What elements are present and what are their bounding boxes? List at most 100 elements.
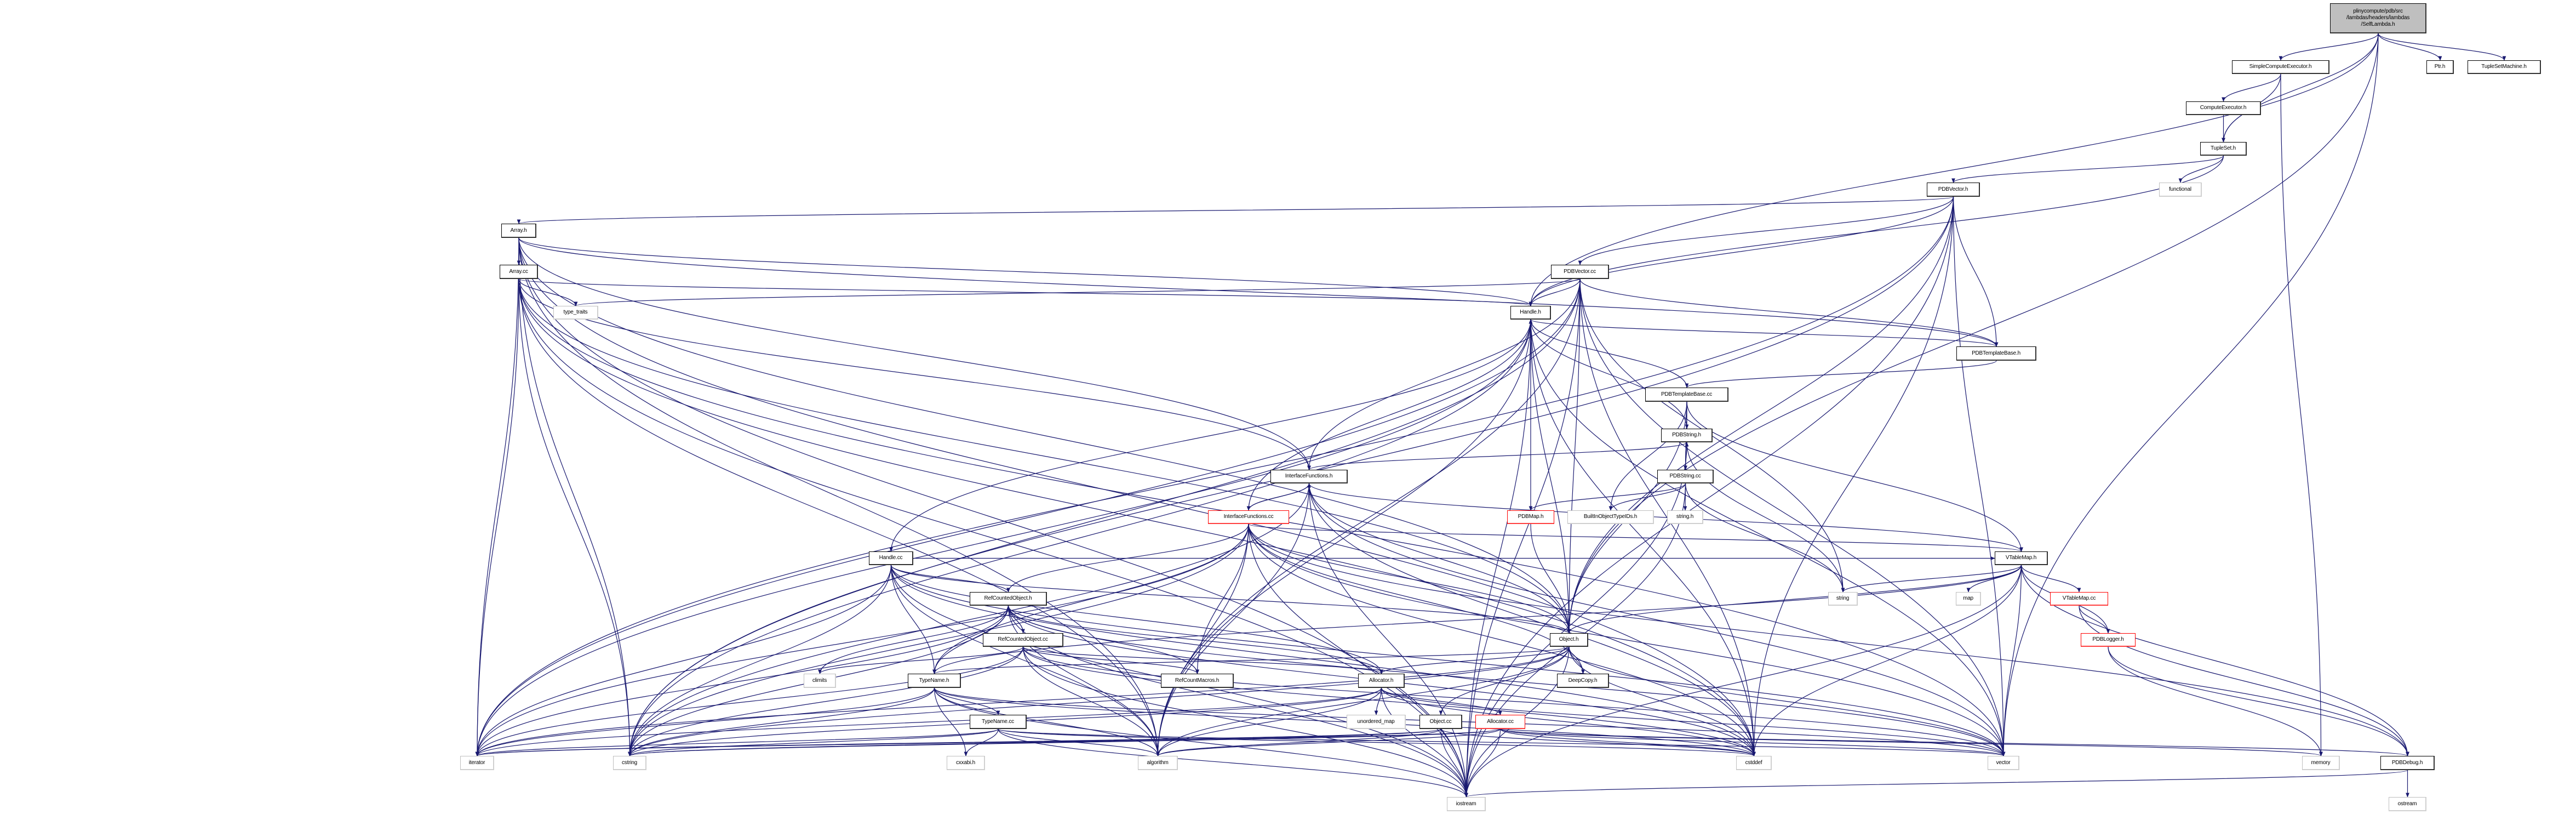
node-alloccc[interactable]: Allocator.cc: [1475, 715, 1525, 729]
node-label: SimpleComputeExecutor.h: [2249, 64, 2312, 70]
node-iterator[interactable]: iterator: [460, 756, 494, 770]
edge-tncc-to-cstddef: [998, 728, 1756, 756]
node-ptbh[interactable]: PDBTemplateBase.h: [1956, 346, 2036, 361]
node-vector[interactable]: vector: [1988, 756, 2019, 770]
node-label: TypeName.cc: [982, 718, 1014, 725]
edge-ifcc-to-vector: [1248, 523, 2006, 756]
node-vtmh[interactable]: VTableMap.h: [1995, 551, 2048, 565]
edge-arrh-to-handleh: [518, 237, 1533, 306]
edge-ptbcc-to-handleh: [1529, 319, 1687, 388]
node-label: unordered_map: [1357, 718, 1395, 725]
edge-handleh-to-objh: [1530, 319, 1571, 634]
edge-ifcc-to-algorithm: [1156, 523, 1249, 756]
node-iostream[interactable]: iostream: [1447, 797, 1486, 811]
node-rcm[interactable]: RefCountMacros.h: [1161, 674, 1234, 688]
node-ts[interactable]: TupleSet.h: [2200, 142, 2247, 156]
edge-vtmh-to-cstddef: [1752, 565, 2022, 756]
edge-rcocc-to-rcm: [1022, 646, 1199, 674]
node-logger[interactable]: PDBLogger.h: [2081, 633, 2136, 647]
node-bitid[interactable]: BuiltInObjectTypeIDs.h: [1567, 510, 1654, 524]
node-umap[interactable]: unordered_map: [1347, 715, 1406, 729]
node-label: TypeName.h: [919, 677, 949, 684]
node-ostream[interactable]: ostream: [2389, 797, 2426, 811]
node-root[interactable]: plinycompute/pdb/src /lambdas/headers/la…: [2330, 3, 2426, 33]
edge-tnh-to-cstddef: [934, 687, 1756, 756]
node-label: PDBLogger.h: [2092, 636, 2124, 642]
edge-vtmh-to-tnh: [932, 565, 2022, 674]
node-tsm[interactable]: TupleSetMachine.h: [2468, 60, 2541, 74]
edge-objh-to-cstddef: [1569, 646, 1756, 756]
node-ptr[interactable]: Ptr.h: [2426, 60, 2454, 74]
node-deepcopy[interactable]: DeepCopy.h: [1557, 674, 1609, 688]
edge-ifcc-to-handleh: [1248, 319, 1533, 511]
node-ptbcc[interactable]: PDBTemplateBase.cc: [1645, 388, 1728, 402]
edge-tnh-to-algorithm: [934, 687, 1160, 756]
node-pvcc[interactable]: PDBVector.cc: [1551, 265, 1609, 279]
node-cstddef[interactable]: cstddef: [1736, 756, 1772, 770]
node-stringh[interactable]: string.h: [1667, 510, 1703, 524]
node-sce[interactable]: SimpleComputeExecutor.h: [2232, 60, 2329, 74]
edge-alloch-to-iterator: [475, 687, 1382, 756]
edge-objcc-to-algorithm: [1156, 728, 1441, 756]
edge-ifcc-to-debug: [1248, 523, 2409, 756]
edge-objh-to-alloch: [1379, 646, 1570, 674]
node-ifh[interactable]: InterfaceFunctions.h: [1270, 470, 1348, 483]
edge-pvcc-to-objh: [1567, 278, 1581, 634]
edge-handlecc-to-vector: [890, 565, 2006, 756]
node-objh[interactable]: Object.h: [1550, 633, 1588, 647]
edge-pscc-to-psh: [1685, 442, 1689, 470]
node-cstring[interactable]: cstring: [613, 756, 646, 770]
node-arrcc[interactable]: Array.cc: [500, 265, 538, 279]
node-label: InterfaceFunctions.cc: [1223, 514, 1274, 520]
node-tncc[interactable]: TypeName.cc: [970, 715, 1027, 729]
node-pvh[interactable]: PDBVector.h: [1927, 183, 1980, 197]
node-string[interactable]: string: [1828, 592, 1858, 606]
edge-ts-to-functional: [2178, 155, 2224, 183]
node-ce[interactable]: ComputeExecutor.h: [2186, 101, 2261, 115]
node-map[interactable]: map: [1956, 592, 1981, 606]
node-cxxabi[interactable]: cxxabi.h: [947, 756, 985, 770]
node-pscc[interactable]: PDBString.cc: [1657, 470, 1714, 483]
edge-pvh-to-arrh: [517, 196, 1954, 224]
edge-psh-to-iostream: [1464, 442, 1687, 798]
node-memory[interactable]: memory: [2302, 756, 2340, 770]
edge-tnh-to-cstring: [628, 687, 935, 756]
node-tnh[interactable]: TypeName.h: [908, 674, 961, 688]
node-label: Allocator.cc: [1487, 718, 1514, 725]
node-arrh[interactable]: Array.h: [501, 224, 536, 238]
edge-handleh-to-handlecc: [889, 319, 1531, 552]
node-type_traits[interactable]: type_traits: [553, 306, 598, 320]
node-debug[interactable]: PDBDebug.h: [2380, 756, 2435, 770]
node-climits[interactable]: climits: [804, 674, 836, 688]
node-alloch[interactable]: Allocator.h: [1358, 674, 1405, 688]
node-objcc[interactable]: Object.cc: [1419, 715, 1462, 729]
node-rcocc[interactable]: RefCountedObject.cc: [983, 633, 1063, 647]
node-functional[interactable]: functional: [2159, 183, 2202, 197]
node-ifcc[interactable]: InterfaceFunctions.cc: [1208, 510, 1289, 524]
edge-handleh-to-vector: [1530, 319, 2006, 756]
edge-tncc-to-cstring: [628, 728, 999, 756]
node-label: BuiltInObjectTypeIDs.h: [1583, 514, 1638, 520]
edge-pvcc-to-handleh: [1529, 278, 1581, 306]
edge-handlecc-to-alloch: [890, 565, 1383, 674]
edge-ifh-to-algorithm: [1156, 483, 1310, 756]
edge-arrcc-to-cstring: [518, 278, 632, 756]
edge-ptbcc-to-bitid: [1608, 401, 1687, 511]
node-handleh[interactable]: Handle.h: [1510, 306, 1551, 320]
edge-rcocc-to-cstring: [628, 646, 1024, 756]
edge-arrh-to-iostream: [518, 237, 1468, 798]
node-algorithm[interactable]: algorithm: [1138, 756, 1178, 770]
node-label: PDBTemplateBase.cc: [1661, 391, 1713, 397]
node-rcoh[interactable]: RefCountedObject.h: [970, 592, 1047, 606]
node-vtmcc[interactable]: VTableMap.cc: [2050, 592, 2108, 606]
edge-handlecc-to-cstring: [628, 565, 892, 756]
edge-objh-to-objcc: [1439, 646, 1570, 715]
node-label: InterfaceFunctions.h: [1285, 473, 1333, 479]
edge-rcocc-to-cstddef: [1022, 646, 1756, 756]
node-handlecc[interactable]: Handle.cc: [869, 551, 913, 565]
node-pmap[interactable]: PDBMap.h: [1507, 510, 1554, 524]
edge-root-to-handleh: [1529, 33, 2379, 306]
edge-root-to-sce: [2279, 33, 2379, 61]
node-label: RefCountMacros.h: [1175, 677, 1220, 684]
node-psh[interactable]: PDBString.h: [1661, 429, 1713, 442]
